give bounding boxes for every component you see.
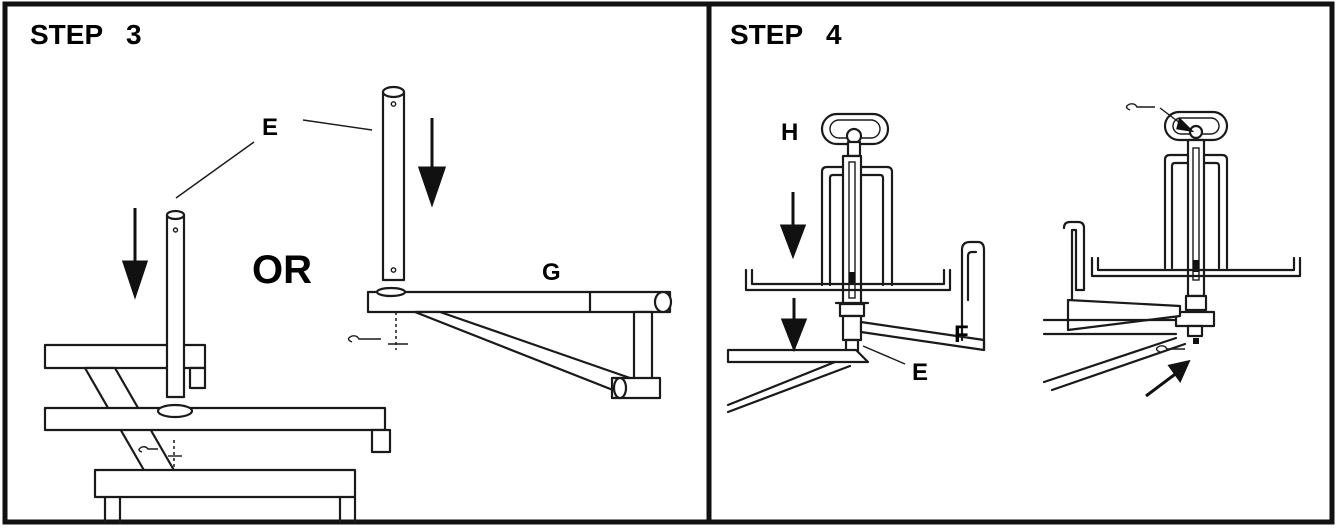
pole-e-left xyxy=(165,209,186,399)
down-arrow-icon xyxy=(417,118,447,208)
step-4-panel-frame xyxy=(706,1,1335,525)
umbrella-stand-assembled-left xyxy=(726,112,986,414)
leader-line xyxy=(862,345,906,365)
pole-e-right xyxy=(381,85,406,282)
step-4-title: STEP 4 xyxy=(730,19,842,50)
down-arrow-icon xyxy=(779,192,807,260)
label-f: F xyxy=(954,321,969,348)
label-e: E xyxy=(912,359,928,386)
arm-g xyxy=(366,286,673,400)
cotter-pin-icon xyxy=(1155,345,1185,353)
step-3-panel-frame xyxy=(2,1,712,525)
label-g: G xyxy=(542,259,561,286)
label-e: E xyxy=(262,114,278,141)
up-right-arrow-icon xyxy=(1145,359,1191,398)
umbrella-stand-assembled-right xyxy=(1042,110,1302,392)
or-label: OR xyxy=(252,248,312,292)
leader-line xyxy=(175,141,255,199)
down-arrow-icon xyxy=(121,208,149,300)
label-h: H xyxy=(781,119,798,146)
base-frame xyxy=(43,343,392,524)
step-3-title: STEP 3 xyxy=(30,19,142,50)
down-arrow-icon xyxy=(780,298,808,353)
cotter-pin-icon xyxy=(347,312,408,350)
cotter-pin-icon xyxy=(138,440,182,470)
cotter-pin-icon xyxy=(1125,103,1195,133)
leader-line xyxy=(302,119,373,131)
